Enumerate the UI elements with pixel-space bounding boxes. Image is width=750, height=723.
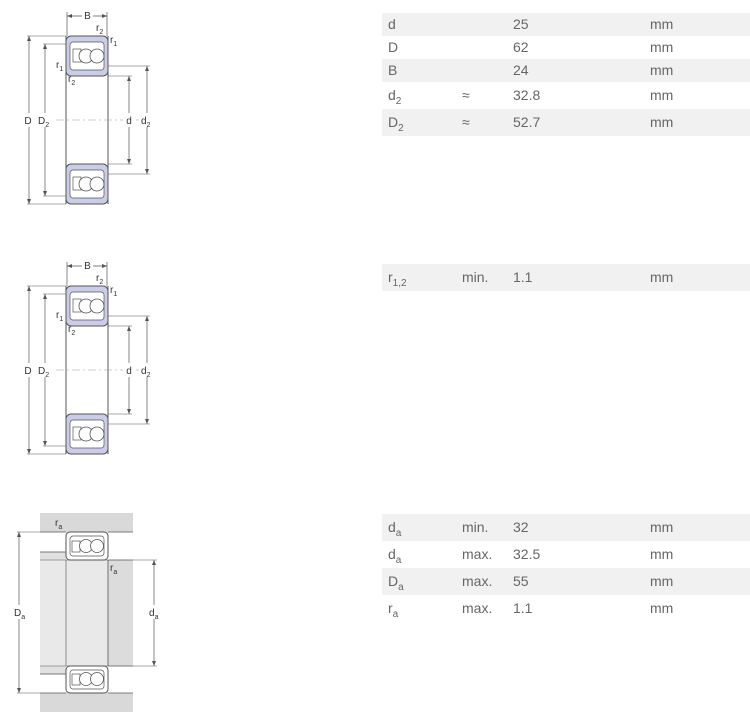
table-row: ra max. 1.1 mm <box>382 595 750 622</box>
value-cell: 25 <box>513 16 529 32</box>
abutment-drawing: Da da ra ra <box>0 505 170 720</box>
symbol-cell: d2 <box>388 87 402 107</box>
da-inner-label: da <box>149 608 159 621</box>
value-cell: 62 <box>513 39 529 55</box>
symbol-cell: B <box>388 62 398 78</box>
qualifier-cell: ≈ <box>462 87 470 103</box>
value-cell: 32.5 <box>513 546 541 562</box>
qualifier-cell: max. <box>462 600 493 616</box>
value-cell: 55 <box>513 573 529 589</box>
table-row: d2 ≈ 32.8 mm <box>382 82 750 109</box>
d2-inner-label-2: d2 <box>141 366 151 379</box>
unit-cell: mm <box>650 114 674 130</box>
symbol-cell: ra <box>388 600 399 620</box>
bearing-dimension-drawing: B D D2 d d2 r2 r1 r1 r2 <box>0 0 170 215</box>
ra-top-label: ra <box>55 518 62 531</box>
qualifier-cell: ≈ <box>462 114 470 130</box>
da-outer-label: Da <box>14 608 25 621</box>
value-cell: 52.7 <box>513 114 541 130</box>
b-label: B <box>84 11 91 22</box>
unit-cell: mm <box>650 62 674 78</box>
chamfer-table: r1,2 min. 1.1 mm <box>382 264 750 291</box>
table-row: B 24 mm <box>382 59 750 82</box>
table-row: D 62 mm <box>382 36 750 59</box>
qualifier-cell: max. <box>462 573 493 589</box>
ra-side-label: ra <box>110 563 117 576</box>
unit-cell: mm <box>650 39 674 55</box>
r1-left-label-2: r1 <box>56 310 63 323</box>
qualifier-cell: min. <box>462 519 489 535</box>
r2-top-label-2: r2 <box>96 273 103 286</box>
value-cell: 32 <box>513 519 529 535</box>
d-outer-label: D <box>24 116 31 127</box>
symbol-cell: da <box>388 546 402 566</box>
symbol-cell: Da <box>388 573 404 593</box>
r2-left-label-2: r2 <box>68 324 75 337</box>
r2-left-label: r2 <box>68 74 75 87</box>
b-label-2: B <box>84 261 91 272</box>
unit-cell: mm <box>650 269 674 285</box>
table-row: Da max. 55 mm <box>382 568 750 595</box>
unit-cell: mm <box>650 546 674 562</box>
unit-cell: mm <box>650 16 674 32</box>
d2-outer-label-2: D2 <box>38 366 49 379</box>
unit-cell: mm <box>650 573 674 589</box>
value-cell: 24 <box>513 62 529 78</box>
d2-inner-label: d2 <box>141 116 151 129</box>
symbol-cell: D <box>388 39 399 55</box>
table-row: da max. 32.5 mm <box>382 541 750 568</box>
qualifier-cell: max. <box>462 546 493 562</box>
d-outer-label-2: D <box>24 366 31 377</box>
table-row: da min. 32 mm <box>382 514 750 541</box>
d-bore-label-2: d <box>126 366 132 377</box>
dimensions-table: d 25 mm D 62 mm B 24 mm d2 ≈ 32.8 mm D2 … <box>382 13 750 136</box>
unit-cell: mm <box>650 87 674 103</box>
d2-outer-label: D2 <box>38 116 49 129</box>
value-cell: 32.8 <box>513 87 541 103</box>
table-row: D2 ≈ 52.7 mm <box>382 109 750 136</box>
symbol-cell: da <box>388 519 402 539</box>
r2-top-label: r2 <box>96 23 103 36</box>
bearing-chamfer-drawing: B D D2 d d2 r2 r1 r1 r2 <box>0 250 170 465</box>
symbol-cell: r1,2 <box>388 269 407 289</box>
unit-cell: mm <box>650 600 674 616</box>
r1-left-label: r1 <box>56 60 63 73</box>
value-cell: 1.1 <box>513 269 533 285</box>
abutment-table: da min. 32 mm da max. 32.5 mm Da max. 55… <box>382 514 750 622</box>
table-row: r1,2 min. 1.1 mm <box>382 264 750 291</box>
r1-top-label-2: r1 <box>110 285 117 298</box>
table-row: d 25 mm <box>382 13 750 36</box>
value-cell: 1.1 <box>513 600 533 616</box>
symbol-cell: d <box>388 16 396 32</box>
qualifier-cell: min. <box>462 269 489 285</box>
symbol-cell: D2 <box>388 114 404 134</box>
d-bore-label: d <box>126 116 132 127</box>
r1-top-label: r1 <box>110 35 117 48</box>
unit-cell: mm <box>650 519 674 535</box>
